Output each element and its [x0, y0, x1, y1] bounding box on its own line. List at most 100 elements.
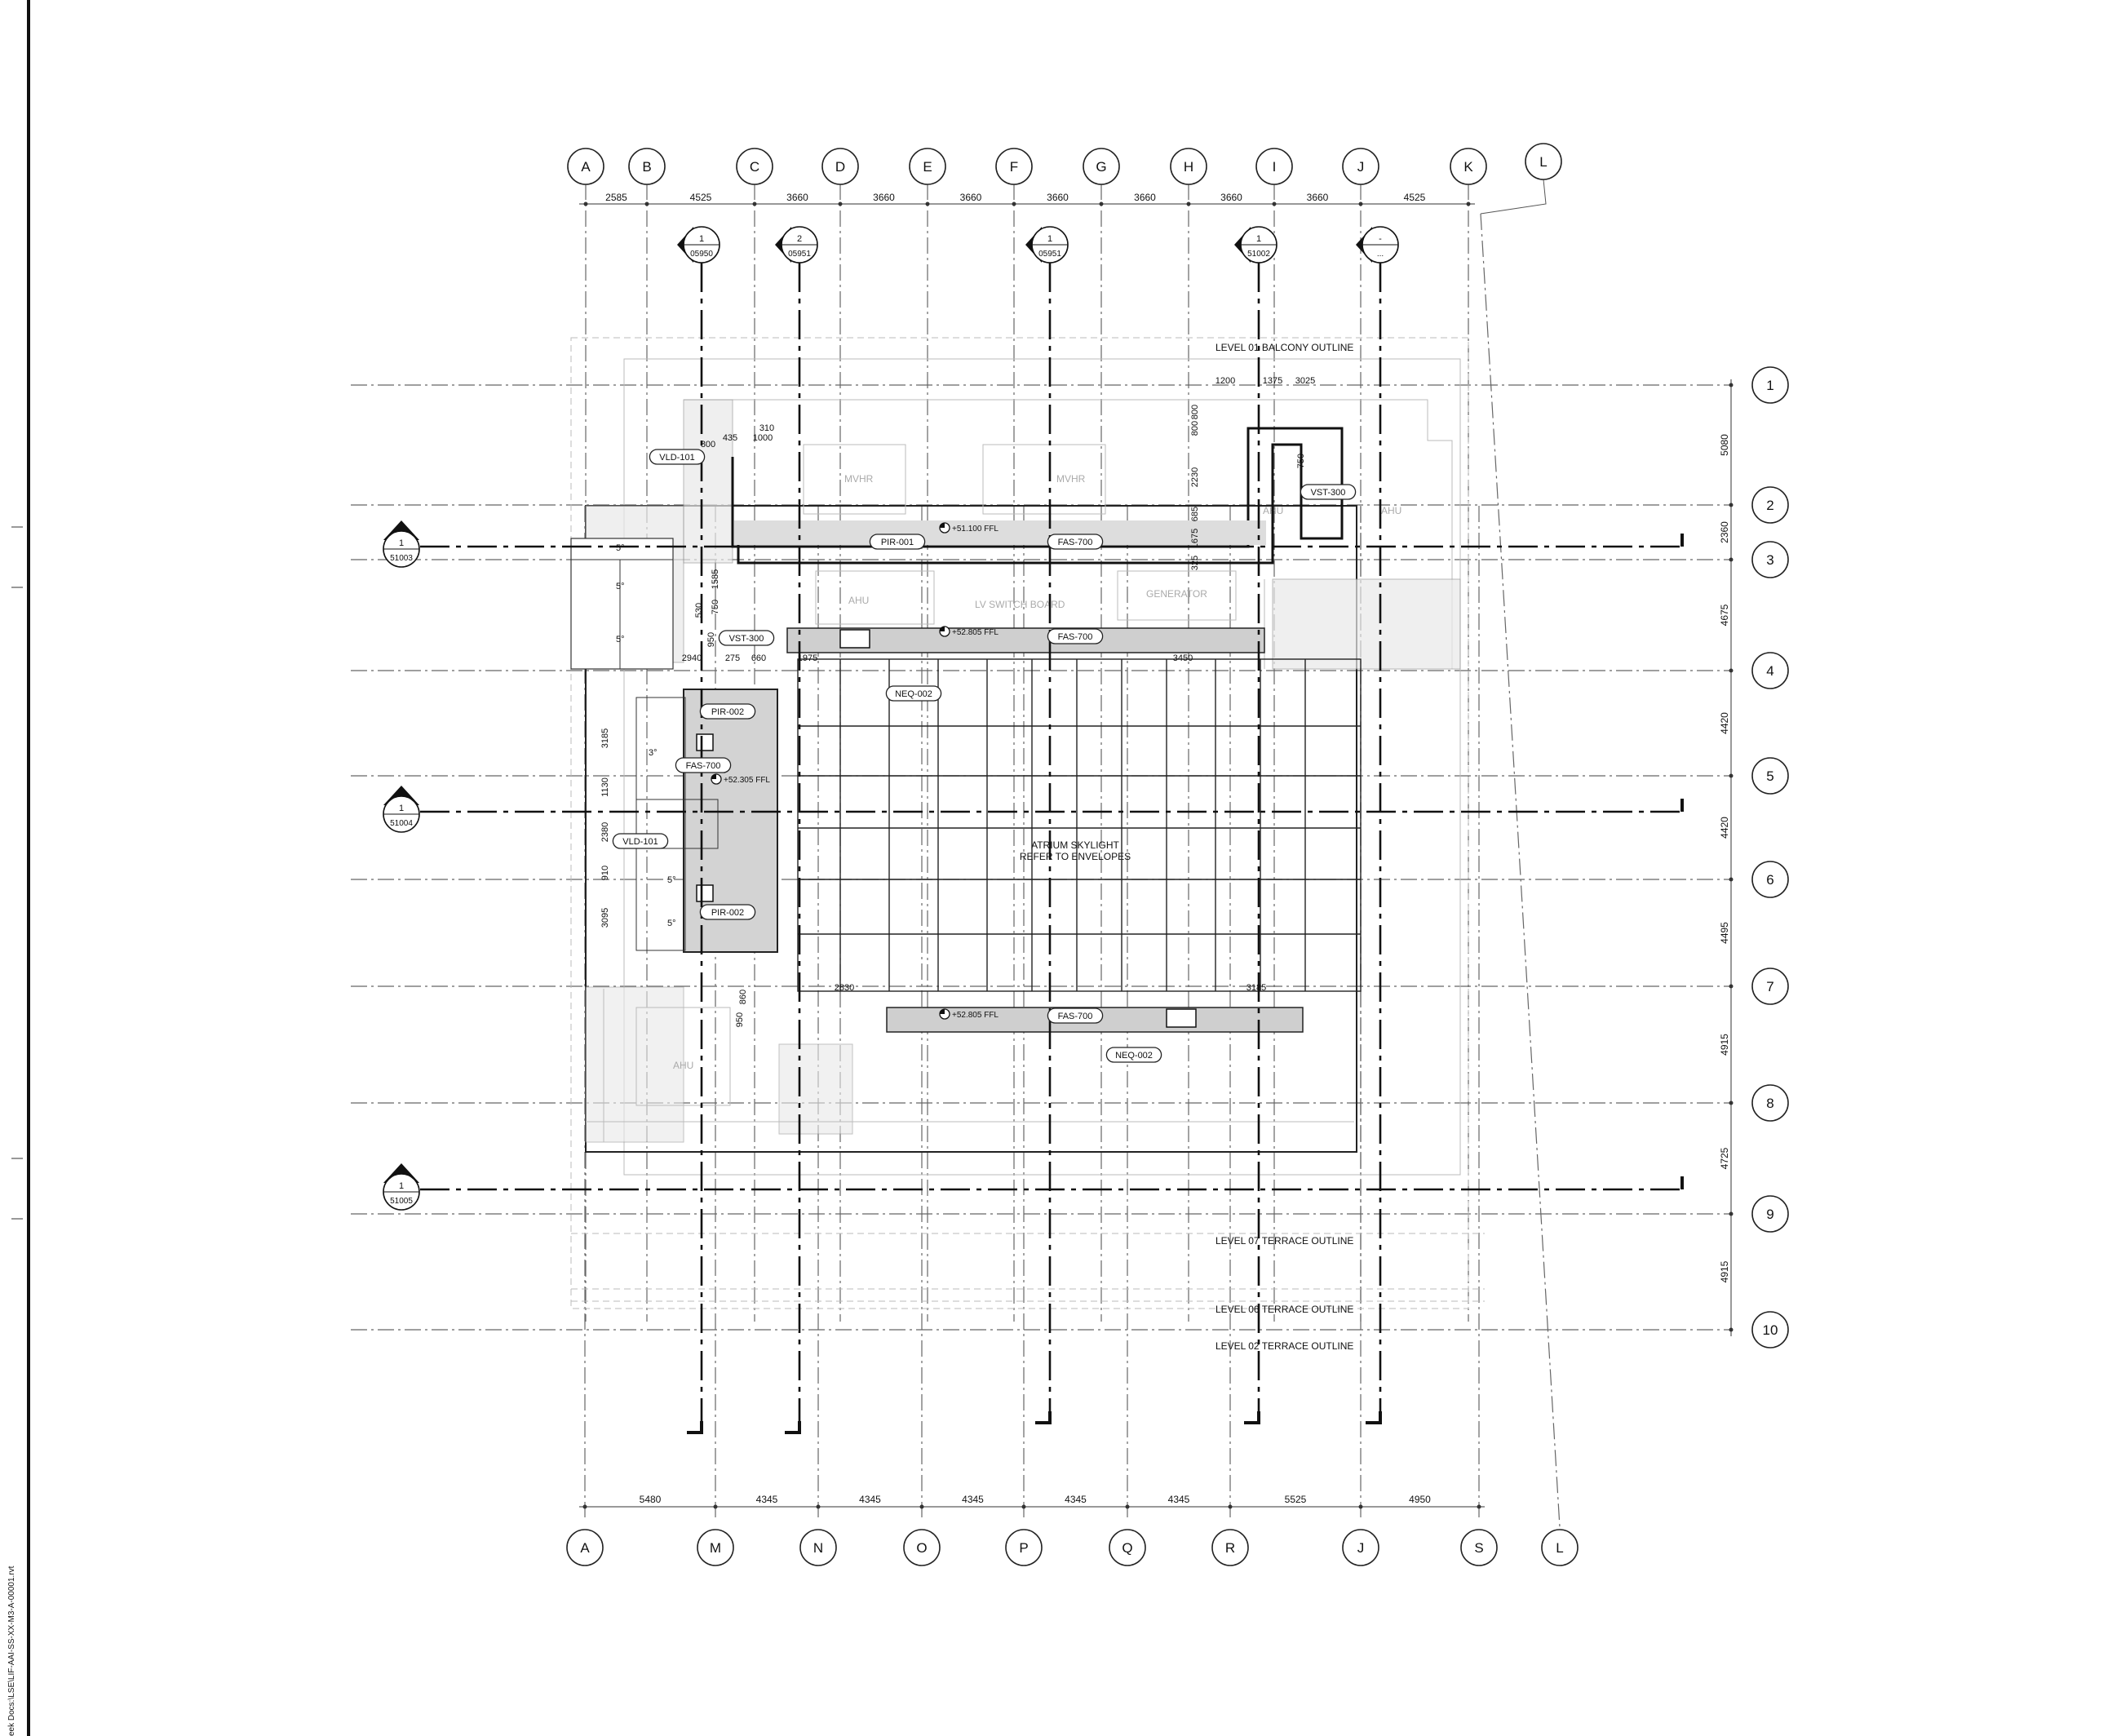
stair-angle: 5°	[616, 582, 625, 591]
svg-text:NEQ-002: NEQ-002	[895, 689, 932, 699]
svg-text:VST-300: VST-300	[1311, 488, 1346, 498]
svg-text:FAS-700: FAS-700	[1058, 1012, 1093, 1021]
grid-bubble-bottom-p: P	[1005, 1529, 1043, 1566]
grid-bubble-right-8: 8	[1751, 1084, 1789, 1122]
grid-dimension: 3660	[786, 192, 808, 203]
tag-neq-002: NEQ-002	[1105, 1047, 1162, 1063]
grid-bubble-bottom-n-label: N	[813, 1540, 823, 1556]
local-dimension: 950	[735, 1012, 745, 1027]
local-dimension: 800	[1190, 421, 1200, 436]
svg-text:51005: 51005	[390, 1197, 413, 1206]
local-dimension: 860	[738, 990, 748, 1004]
tag-pir-002: PIR-002	[699, 904, 756, 920]
grid-bubble-bottom-m-label: M	[710, 1540, 721, 1556]
grid-dimension: 3660	[960, 192, 982, 203]
grid-dimension: 3660	[1220, 192, 1242, 203]
svg-text:...: ...	[1377, 250, 1384, 259]
svg-text:+52.305 FFL: +52.305 FFL	[724, 776, 770, 785]
svg-text:1: 1	[399, 538, 404, 548]
grid-dimension: 5525	[1285, 1494, 1307, 1505]
grid-dimension: 3660	[873, 192, 895, 203]
grid-bubble-top-i-label: I	[1273, 159, 1277, 175]
grid-dimension: 4525	[1404, 192, 1426, 203]
local-dimension: 800	[1190, 405, 1200, 419]
grid-dimension: 4915	[1719, 1034, 1730, 1056]
grid-dimension: 4915	[1719, 1260, 1730, 1282]
stair-angle: 3°	[649, 748, 658, 758]
local-dimension: 1675	[1190, 529, 1200, 548]
svg-text:1: 1	[699, 234, 704, 244]
svg-text:+52.805 FFL: +52.805 FFL	[952, 628, 999, 637]
room-label-ahu: AHU	[848, 595, 869, 606]
svg-text:VLD-101: VLD-101	[659, 453, 694, 463]
local-dimension: 750	[1296, 454, 1306, 468]
grid-dimension: 4525	[690, 192, 712, 203]
terrace07-outline-label: LEVEL 07 TERRACE OUTLINE	[1215, 1235, 1353, 1247]
room-label-lv-switch-board: LV SWITCH BOARD	[975, 599, 1065, 610]
grid-bubble-top-i: I	[1255, 148, 1293, 185]
grid-bubble-top-a-label: A	[581, 159, 591, 175]
tag-fas-700: FAS-700	[1047, 628, 1104, 644]
tag-vld-101: VLD-101	[612, 833, 669, 849]
local-dimension: 950	[706, 632, 716, 647]
grid-bubble-top-f-label: F	[1010, 159, 1018, 175]
grid-bubble-top-d-label: D	[835, 159, 845, 175]
svg-text:-: -	[1379, 234, 1382, 244]
grid-bubble-right-2-label: 2	[1766, 498, 1773, 513]
grid-bubble-top-g-label: G	[1096, 159, 1106, 175]
stair-angle: 5°	[667, 919, 676, 928]
grid-bubble-top-l: L	[1525, 143, 1562, 180]
grid-bubble-bottom-q-label: Q	[1122, 1540, 1132, 1556]
grid-bubble-bottom-s: S	[1460, 1529, 1498, 1566]
skylight-label-2: REFER TO ENVELOPES	[1020, 851, 1131, 862]
local-dimension: 1200	[1215, 376, 1235, 386]
svg-text:51003: 51003	[390, 554, 413, 563]
grid-bubble-bottom-m: M	[697, 1529, 734, 1566]
local-dimension: 3025	[1295, 376, 1315, 386]
terrace02-outline-label: LEVEL 02 TERRACE OUTLINE	[1215, 1340, 1353, 1352]
grid-dimension: 3660	[1134, 192, 1156, 203]
grid-bubble-top-j: J	[1342, 148, 1379, 185]
grid-bubble-right-5-label: 5	[1766, 768, 1773, 784]
tag-fas-700: FAS-700	[1047, 1008, 1104, 1024]
local-dimension: 2230	[1190, 467, 1200, 487]
grid-bubble-right-1-label: 1	[1766, 378, 1773, 393]
local-dimension: 750	[711, 600, 720, 614]
local-dimension: 685	[1190, 507, 1200, 521]
grid-dimension: 5480	[640, 1494, 662, 1505]
grid-bubble-right-3: 3	[1751, 541, 1789, 578]
grid-bubble-right-9: 9	[1751, 1195, 1789, 1233]
section-marker-vertical: -...	[1356, 226, 1399, 1424]
grid-bubble-top-d: D	[821, 148, 859, 185]
grid-bubble-bottom-r-label: R	[1225, 1540, 1235, 1556]
grid-bubble-bottom-l: L	[1541, 1529, 1579, 1566]
tag-vld-101: VLD-101	[649, 449, 706, 465]
room-label-mvhr: MVHR	[844, 473, 874, 485]
local-dimension: 1000	[753, 433, 773, 443]
room-label-ahu: AHU	[1381, 505, 1401, 516]
local-dimension: 275	[725, 653, 740, 663]
level-marker: +52.805 FFL	[939, 1008, 999, 1020]
grid-bubble-bottom-r: R	[1211, 1529, 1249, 1566]
grid-dimension: 4495	[1719, 922, 1730, 944]
grid-dimension: 4420	[1719, 817, 1730, 839]
grid-bubble-right-2: 2	[1751, 486, 1789, 524]
grid-dimension: 4345	[962, 1494, 984, 1505]
local-dimension: 800	[701, 440, 715, 450]
grid-bubble-right-8-label: 8	[1766, 1096, 1773, 1111]
tag-vst-300: VST-300	[1300, 484, 1357, 500]
grid-bubble-top-f: F	[995, 148, 1033, 185]
grid-bubble-top-b-label: B	[642, 159, 651, 175]
atrium-skylight: ATRIUM SKYLIGHT REFER TO ENVELOPES	[797, 658, 1362, 992]
svg-text:PIR-002: PIR-002	[711, 908, 744, 918]
grid-dimension: 2360	[1719, 521, 1730, 543]
local-dimension: 1130	[600, 777, 610, 797]
tag-pir-002: PIR-002	[699, 703, 756, 720]
grid-bubble-top-c: C	[736, 148, 773, 185]
local-dimension: 435	[723, 433, 737, 443]
